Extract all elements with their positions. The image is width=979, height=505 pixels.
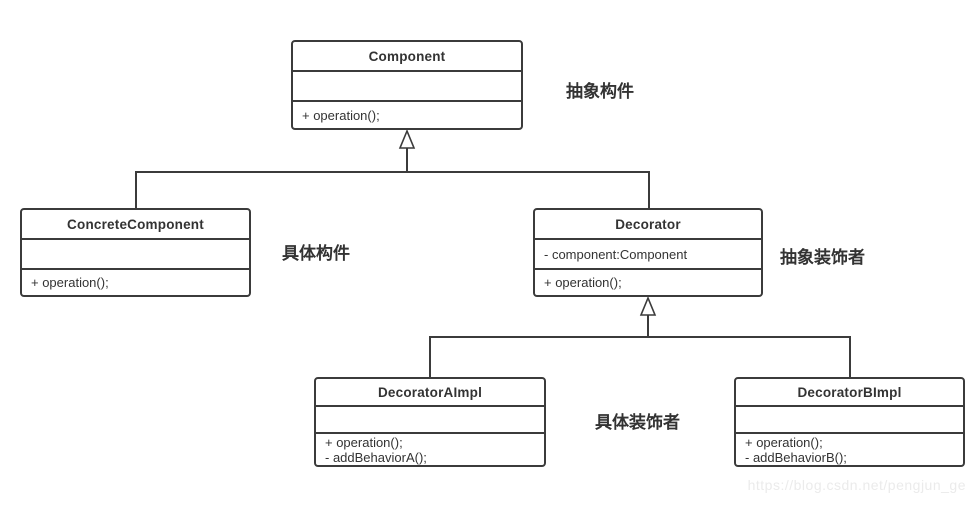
class-name-component: Component — [293, 42, 521, 72]
method-line: - addBehaviorA(); — [325, 450, 427, 465]
class-attributes-component — [293, 72, 521, 102]
generalization-arrowhead-component-icon — [398, 128, 416, 149]
class-methods-decorator-a-impl: + operation(); - addBehaviorA(); — [316, 434, 544, 465]
class-box-decorator: Decorator - component:Component + operat… — [533, 208, 763, 297]
generalization-arrowhead-decorator-icon — [639, 295, 657, 316]
class-methods-component: + operation(); — [293, 102, 521, 128]
method-line: + operation(); — [302, 107, 380, 123]
method-line: + operation(); — [544, 275, 622, 290]
class-name-concrete-component: ConcreteComponent — [22, 210, 249, 240]
method-line: + operation(); — [31, 275, 109, 290]
label-concrete-decorator: 具体装饰者 — [595, 413, 680, 432]
class-methods-concrete-component: + operation(); — [22, 270, 249, 295]
label-abstract-decorator: 抽象装饰者 — [780, 248, 865, 267]
class-box-component: Component + operation(); — [291, 40, 523, 130]
class-box-concrete-component: ConcreteComponent + operation(); — [20, 208, 251, 297]
class-methods-decorator: + operation(); — [535, 270, 761, 295]
method-line: + operation(); — [745, 435, 823, 450]
class-box-decorator-a-impl: DecoratorAImpl + operation(); - addBehav… — [314, 377, 546, 467]
class-attributes-decorator-b-impl — [736, 407, 963, 434]
watermark: https://blog.csdn.net/pengjun_ge — [747, 477, 966, 493]
class-name-decorator-b-impl: DecoratorBImpl — [736, 379, 963, 408]
class-attributes-decorator-a-impl — [316, 407, 544, 434]
class-box-decorator-b-impl: DecoratorBImpl + operation(); - addBehav… — [734, 377, 965, 467]
class-name-decorator-a-impl: DecoratorAImpl — [316, 379, 544, 408]
class-methods-decorator-b-impl: + operation(); - addBehaviorB(); — [736, 434, 963, 465]
class-attributes-decorator: - component:Component — [535, 240, 761, 270]
label-abstract-component: 抽象构件 — [566, 82, 634, 101]
class-attributes-concrete-component — [22, 240, 249, 270]
label-concrete-component: 具体构件 — [282, 244, 350, 263]
generalization-to-decorator — [429, 314, 851, 378]
method-line: + operation(); — [325, 435, 403, 450]
generalization-to-component — [135, 147, 650, 209]
class-name-decorator: Decorator — [535, 210, 761, 240]
attribute-line: - component:Component — [544, 246, 688, 262]
method-line: - addBehaviorB(); — [745, 450, 847, 465]
